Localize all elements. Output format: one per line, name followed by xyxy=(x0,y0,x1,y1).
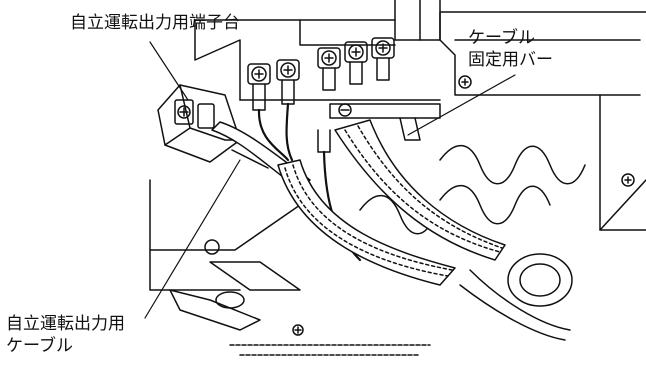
leader-terminal-block xyxy=(149,41,189,101)
cable-fixing-bar-label-line2: 固定用バー xyxy=(468,50,553,70)
cable-fixing-bar-label-line1: ケーブル xyxy=(468,28,535,48)
leader-fixing-bar xyxy=(407,74,516,136)
main-terminal-row xyxy=(247,37,395,85)
terminal-block-label: 自立運転出力用端子台 xyxy=(70,13,240,33)
bottom-plate xyxy=(169,239,431,356)
output-cable-label-line1: 自立運転出力用 xyxy=(6,314,125,334)
braided-cable-1 xyxy=(277,159,456,286)
self-output-terminal-block xyxy=(157,84,241,163)
frame-screw-2 xyxy=(621,173,635,187)
output-cable-label-line2: ケーブル xyxy=(6,336,73,356)
leader-output-cable xyxy=(144,159,241,319)
output-cable-label: 自立運転出力用 ケーブル xyxy=(6,313,125,357)
cable-fixing-bar-label: ケーブル 固定用バー xyxy=(468,27,553,71)
corrugated-panel xyxy=(359,144,586,235)
frame-screw-1 xyxy=(458,75,472,89)
cable-gland xyxy=(459,253,573,341)
leader-lines xyxy=(144,41,516,319)
housing-frame xyxy=(149,0,646,291)
braided-cable-2 xyxy=(334,119,506,261)
